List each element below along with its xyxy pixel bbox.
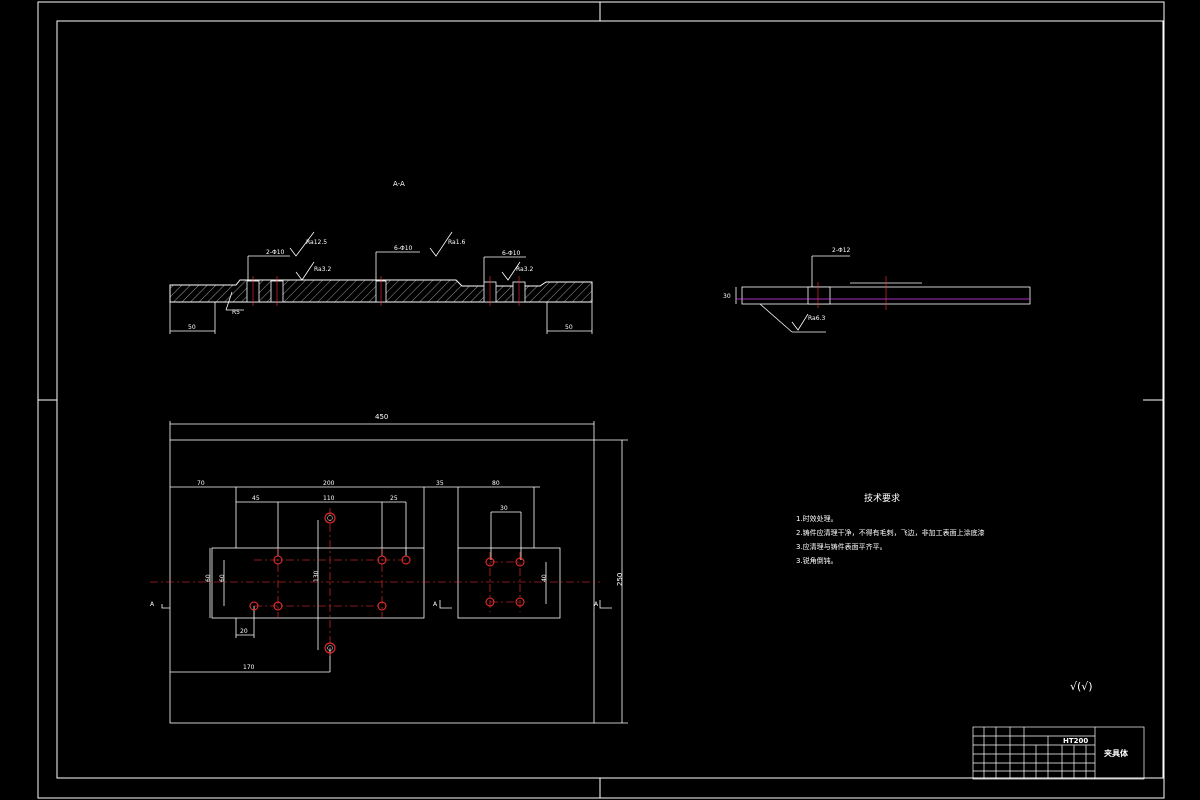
tech-req-item: 2.铸件应清理干净，不得有毛刺，飞边，非加工表面上涂底漆 — [796, 529, 985, 537]
title-part-name: 夹具体 — [1104, 748, 1129, 758]
section-mark-right: A — [594, 601, 599, 608]
dim-top-200: 200 — [323, 480, 335, 487]
dim-top-35: 35 — [436, 480, 444, 487]
roughness-3: Ra3.2 — [314, 266, 331, 273]
title-material: HT200 — [1063, 737, 1088, 745]
dim-left-height: 60 — [205, 574, 212, 582]
side-roughness: Ra6.3 — [808, 315, 825, 322]
title-block — [972, 726, 1145, 780]
tech-req-item: 3.应清理与铸件表面平齐平。 — [796, 543, 887, 551]
dim-center-height: 130 — [313, 570, 320, 582]
dim-inner-110: 110 — [323, 495, 335, 502]
side-callout: 2-Φ12 — [832, 247, 851, 254]
side-view: 2-Φ12 30 Ra6.3 — [723, 247, 1031, 333]
dim-overall-width: 450 — [375, 413, 388, 421]
dim-right-height: 40 — [541, 574, 548, 582]
sheet-border — [37, 1, 1165, 799]
dim-inner-30: 30 — [500, 505, 508, 512]
dim-top-70: 70 — [197, 480, 205, 487]
tech-req-item: 1.时效处理。 — [796, 515, 838, 523]
radius-label: R5 — [232, 309, 240, 316]
tech-req-item: 3.锐角倒钝。 — [796, 557, 838, 565]
dim-inner-25: 25 — [390, 495, 398, 502]
general-roughness-symbol: √(√) — [1070, 680, 1093, 693]
section-view: 2-Φ10 6-Φ10 6-Φ10 Ra12.5 Ra1.6 Ra3.2 Ra3… — [169, 231, 593, 334]
dim-top-80: 80 — [492, 480, 500, 487]
callout-1: 2-Φ10 — [266, 249, 285, 256]
plan-view: 450 250 70 200 35 80 45 110 25 30 60 60 … — [150, 413, 628, 724]
dim-bottom-long: 170 — [243, 664, 255, 671]
dim-left-inner: 60 — [219, 574, 226, 582]
section-mark-left: A — [150, 601, 155, 608]
side-thickness: 30 — [723, 293, 731, 300]
section-label: A-A — [393, 180, 405, 188]
dim-bottom-small: 20 — [240, 628, 248, 635]
callout-2: 6-Φ10 — [394, 245, 413, 252]
tech-req-title: 技术要求 — [864, 494, 901, 504]
dim-overall-height: 250 — [616, 573, 624, 586]
roughness-4: Ra3.2 — [516, 266, 533, 273]
dim-right: 50 — [565, 324, 573, 331]
technical-requirements: 技术要求 1.时效处理。 2.铸件应清理干净，不得有毛刺，飞边，非加工表面上涂底… — [796, 492, 985, 568]
dim-left: 50 — [188, 324, 196, 331]
roughness-2: Ra1.6 — [448, 239, 465, 246]
dim-inner-45: 45 — [252, 495, 260, 502]
callout-3: 6-Φ10 — [502, 250, 521, 257]
roughness-1: Ra12.5 — [306, 239, 327, 246]
section-mark-middle: A — [433, 601, 438, 608]
